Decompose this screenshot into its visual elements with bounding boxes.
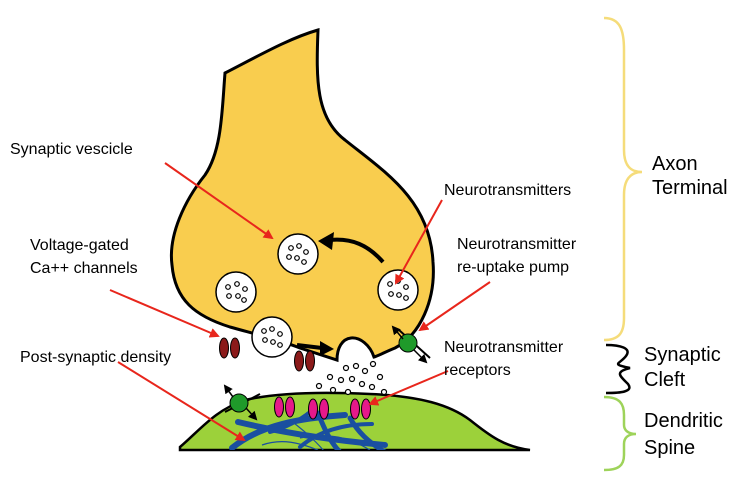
region-axon-line1: Axon bbox=[652, 152, 698, 177]
brace-axon-terminal bbox=[604, 18, 642, 340]
label-receptors-line2: receptors bbox=[444, 361, 511, 381]
label-post-synaptic-density: Post-synaptic density bbox=[20, 348, 171, 368]
neurotransmitter-receptors bbox=[275, 397, 371, 419]
label-voltage-gated-line2: Ca++ channels bbox=[30, 259, 138, 279]
vesicle bbox=[378, 270, 418, 310]
region-spine-line1: Dendritic bbox=[644, 409, 723, 434]
label-receptors-line1: Neurotransmitter bbox=[444, 338, 563, 358]
vesicle bbox=[278, 234, 318, 274]
label-synaptic-vesicle: Synaptic vescicle bbox=[10, 140, 133, 160]
vesicle bbox=[252, 317, 292, 357]
region-cleft-line2: Cleft bbox=[644, 368, 685, 393]
label-neurotransmitters: Neurotransmitters bbox=[444, 181, 571, 201]
released-neurotransmitters bbox=[317, 362, 387, 395]
brace-synaptic-cleft bbox=[606, 345, 630, 393]
brace-dendritic-spine bbox=[604, 397, 636, 470]
region-cleft-line1: Synaptic bbox=[644, 343, 721, 368]
label-reuptake-line2: re-uptake pump bbox=[457, 258, 569, 278]
label-voltage-gated-line1: Voltage-gated bbox=[30, 236, 129, 256]
region-spine-line2: Spine bbox=[644, 436, 695, 461]
vesicle bbox=[216, 272, 256, 312]
arrow-post-synaptic-density bbox=[118, 362, 244, 440]
region-axon-line2: Terminal bbox=[652, 176, 728, 201]
label-reuptake-line1: Neurotransmitter bbox=[457, 235, 576, 255]
